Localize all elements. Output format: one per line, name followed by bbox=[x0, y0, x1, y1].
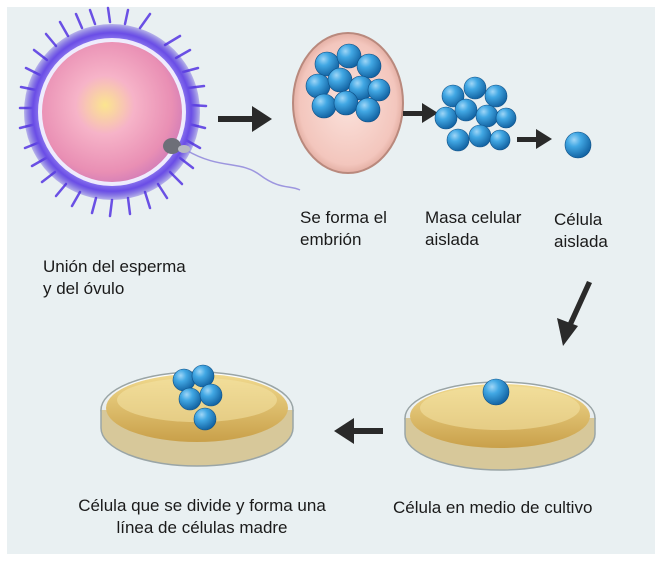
union-label: Unión del esperma y del óvulo bbox=[43, 256, 186, 300]
arrow-icon bbox=[403, 103, 438, 123]
isolated-cell-label: Célula aislada bbox=[554, 209, 608, 253]
culture-dish bbox=[405, 379, 595, 470]
arrow-icon bbox=[218, 106, 272, 132]
cell-mass bbox=[435, 77, 516, 151]
stem-line-label: Célula que se divide y forma una línea d… bbox=[72, 495, 332, 539]
egg-cell bbox=[20, 8, 206, 216]
embryo-label: Se forma el embrión bbox=[300, 207, 387, 251]
isolated-cell bbox=[565, 132, 591, 158]
arrow-icon bbox=[517, 129, 552, 149]
arrow-icon bbox=[334, 418, 383, 444]
sperm-cell bbox=[163, 138, 300, 190]
cell-mass-label: Masa celular aislada bbox=[425, 207, 521, 251]
stem-cell-dish bbox=[101, 365, 293, 466]
culture-label: Célula en medio de cultivo bbox=[393, 497, 592, 519]
embryo bbox=[293, 33, 403, 173]
arrow-icon bbox=[557, 281, 592, 346]
